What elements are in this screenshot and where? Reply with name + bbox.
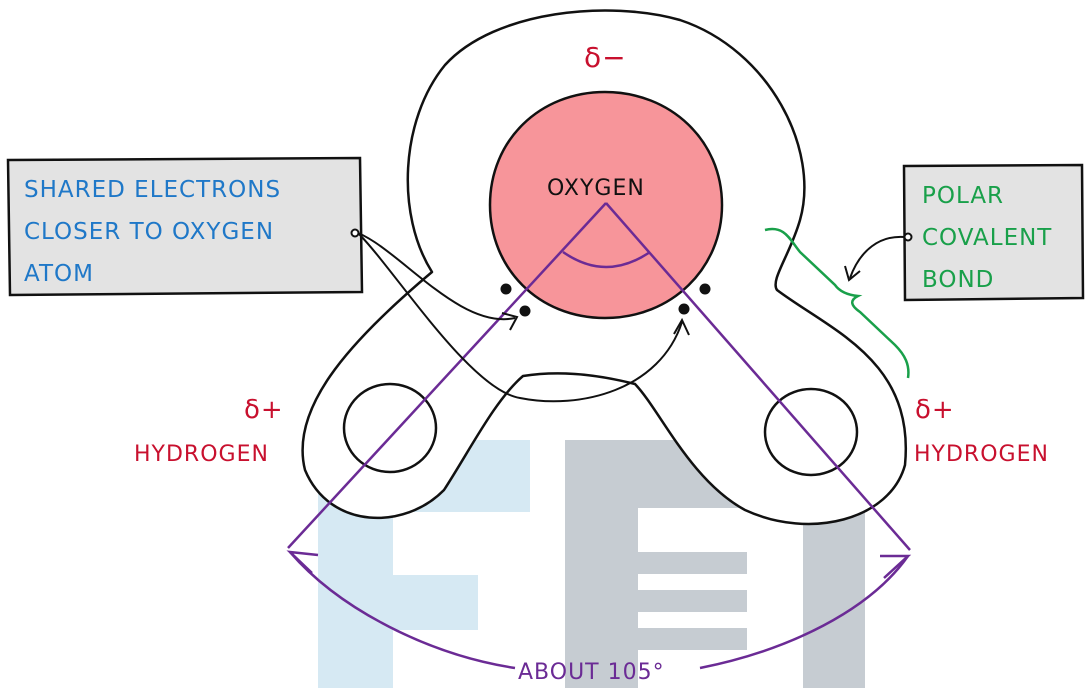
oxygen-atom (488, 90, 724, 320)
left-hydrogen-label: HYDROGEN (134, 442, 269, 467)
callout-anchor (350, 228, 360, 238)
pointer-arrowhead (673, 317, 690, 336)
callout-line: COVALENT (922, 225, 1052, 251)
pointer-arrow-to-right-electron (357, 232, 683, 403)
callout-anchor (903, 232, 913, 242)
callout-line: POLAR (922, 183, 1004, 209)
electron-dot (699, 283, 711, 295)
shared-electrons-callout: SHARED ELECTRONS CLOSER TO OXYGEN ATOM (6, 156, 364, 297)
bond-brace (764, 227, 910, 379)
right-bond-line (605, 202, 911, 551)
callout-line: CLOSER TO OXYGEN (24, 219, 274, 245)
bond-angle-label: ABOUT 105° (518, 660, 665, 685)
electron-dot (500, 283, 512, 295)
pointer-arrowhead (844, 265, 861, 282)
callout-box (902, 163, 1085, 302)
right-hydrogen-atom (763, 387, 859, 477)
pointer-arrow-to-brace (849, 235, 906, 279)
callout-box (6, 156, 364, 297)
oxygen-partial-charge: δ− (584, 41, 627, 74)
right-hydrogen-partial-charge: δ+ (915, 395, 955, 425)
angle-arrowhead-right (880, 554, 912, 579)
callout-line: SHARED ELECTRONS (24, 177, 281, 203)
pointer-arrow-to-left-electron (357, 232, 516, 321)
callout-line: ATOM (24, 261, 94, 287)
pointer-arrowhead (501, 312, 519, 331)
left-hydrogen-atom (342, 382, 438, 474)
polar-covalent-bond-callout: POLAR COVALENT BOND (902, 163, 1085, 302)
electron-dot (678, 303, 690, 315)
oxygen-label: OXYGEN (547, 176, 645, 201)
left-bond-line (287, 202, 607, 549)
electron-dot (519, 305, 531, 317)
left-hydrogen-partial-charge: δ+ (244, 395, 284, 425)
right-hydrogen-label: HYDROGEN (914, 442, 1049, 467)
callout-line: BOND (922, 267, 994, 293)
angle-arrowhead-left (286, 550, 319, 574)
inner-angle-arc (562, 250, 651, 269)
